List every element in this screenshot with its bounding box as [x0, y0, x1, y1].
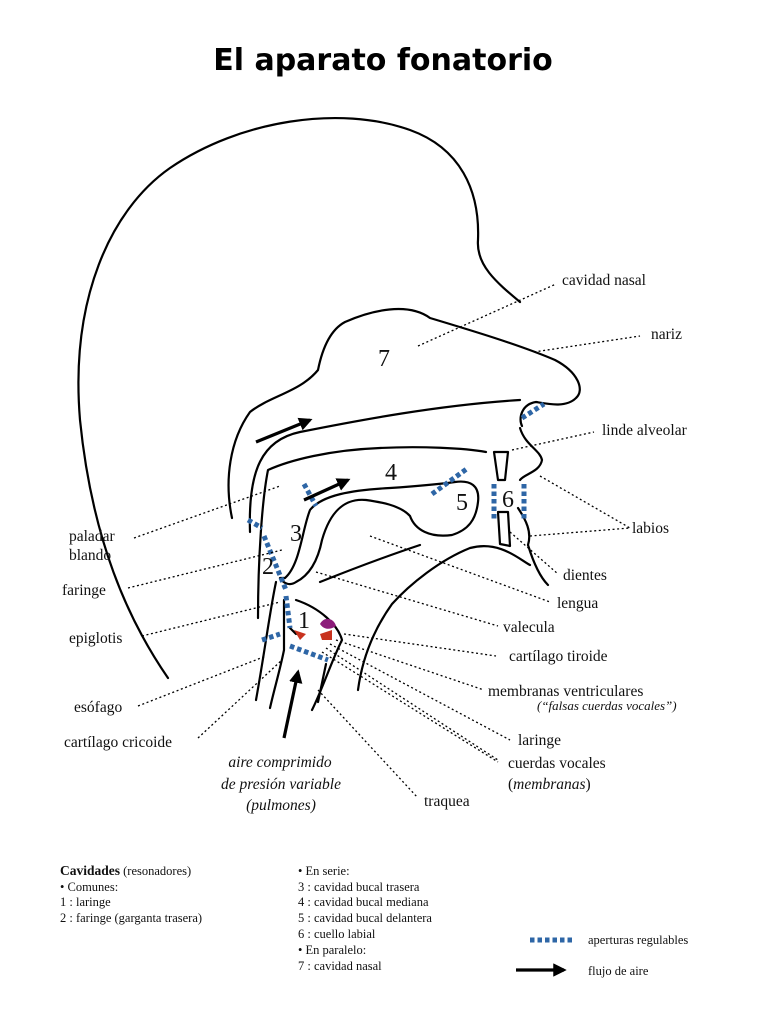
- airflow-arrows: [255, 417, 351, 739]
- legend-right-item: 3 : cavidad bucal trasera: [298, 880, 420, 894]
- cavity-number-3: 3: [290, 521, 302, 547]
- flow-arrow-oral: [303, 478, 351, 502]
- vocal-fold-mark: [294, 630, 306, 640]
- ventricular-membrane-mark: [320, 630, 332, 640]
- page-title: El aparato fonatorio: [213, 43, 553, 78]
- label-nariz: nariz: [651, 326, 682, 343]
- label-cartilago-cricoide: cartílago cricoide: [64, 734, 172, 751]
- teeth: [492, 450, 512, 548]
- legend-left-item: 1 : laringe: [60, 895, 111, 909]
- legend-left-item: 2 : faringe (garganta trasera): [60, 911, 202, 925]
- cavity-numbers: 1 2 3 4 5 6 7: [262, 346, 514, 634]
- label-aire-2: de presión variable: [221, 776, 341, 793]
- label-blando: blando: [69, 547, 111, 564]
- cavity-number-2: 2: [262, 554, 274, 580]
- head-outline: [77, 117, 581, 692]
- label-cuerdas-vocales: cuerdas vocales: [508, 755, 606, 772]
- legend-right-item: • En paralelo:: [298, 943, 366, 957]
- cavity-number-7: 7: [378, 346, 390, 372]
- label-cavidad-nasal: cavidad nasal: [562, 272, 646, 289]
- flow-arrow-nasal: [255, 417, 313, 444]
- legend-flow-label: flujo de aire: [588, 964, 649, 978]
- adjustable-apertures: [246, 401, 546, 663]
- leader-lines: [127, 283, 641, 799]
- legend-right-item: • En serie:: [298, 864, 350, 878]
- legend-right-item: 6 : cuello labial: [298, 927, 376, 941]
- label-epiglotis: epiglotis: [69, 630, 122, 647]
- legend-aperture-label: aperturas regulables: [588, 933, 688, 947]
- label-aire-1: aire comprimido: [228, 754, 331, 771]
- label-membranas: (membranas): [508, 776, 591, 793]
- label-traquea: traquea: [424, 793, 470, 810]
- label-falsas-cuerdas: (“falsas cuerdas vocales”): [537, 698, 677, 713]
- label-lengua: lengua: [557, 595, 598, 612]
- label-esofago: esófago: [74, 699, 122, 716]
- label-dientes: dientes: [563, 567, 607, 584]
- larynx-trachea: [254, 580, 344, 712]
- label-cartilago-tiroide: cartílago tiroide: [509, 648, 608, 665]
- label-valecula: valecula: [503, 619, 555, 636]
- flow-arrow-lungs: [282, 669, 303, 739]
- cavity-number-4: 4: [385, 460, 397, 486]
- legend-right-item: 7 : cavidad nasal: [298, 959, 382, 973]
- label-laringe: laringe: [518, 732, 561, 749]
- label-membranas-ventriculares: membranas ventriculares: [488, 683, 643, 700]
- legend-left-item: • Comunes:: [60, 880, 118, 894]
- legend-right-item: 4 : cavidad bucal mediana: [298, 895, 429, 909]
- label-linde-alveolar: linde alveolar: [602, 422, 688, 439]
- cavity-number-6: 6: [502, 487, 514, 513]
- cavity-number-1: 1: [298, 608, 310, 634]
- legend-heading: Cavidades (resonadores): [60, 863, 191, 878]
- label-labios: labios: [632, 520, 669, 537]
- cavity-number-5: 5: [456, 490, 468, 516]
- legend: Cavidades (resonadores) • Comunes: 1 : l…: [60, 863, 688, 978]
- label-paladar: paladar: [69, 528, 115, 545]
- epiglottis-mark: [320, 618, 336, 629]
- legend-right-item: 5 : cavidad bucal delantera: [298, 911, 432, 925]
- label-aire-3: (pulmones): [246, 797, 316, 814]
- label-faringe: faringe: [62, 582, 106, 599]
